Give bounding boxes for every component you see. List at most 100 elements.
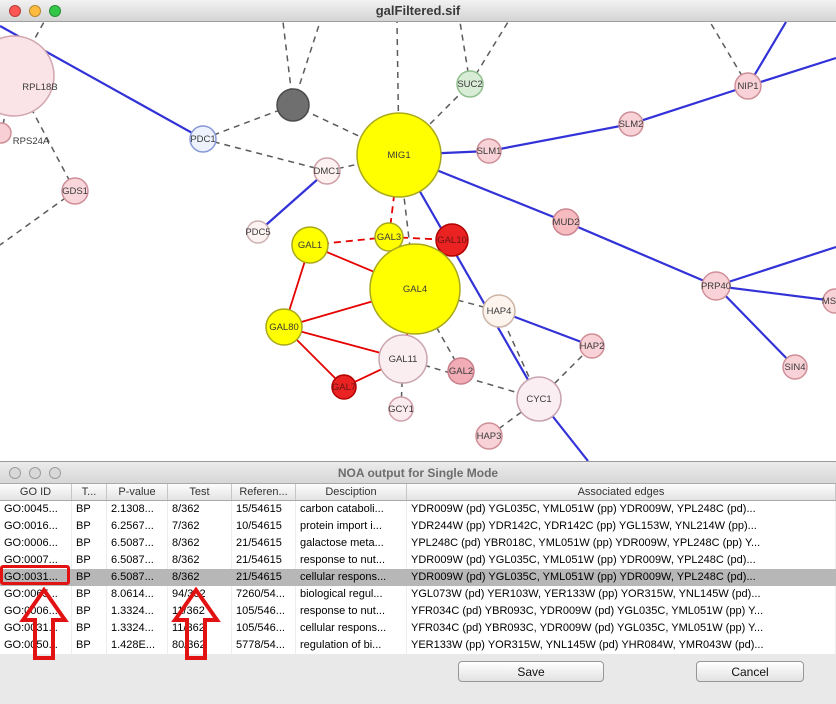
column-header-5[interactable]: Desciption	[296, 484, 407, 500]
node-mig1[interactable]	[356, 112, 442, 198]
node-label-nip1: NIP1	[737, 81, 758, 92]
node-gcy1[interactable]	[388, 396, 414, 422]
cell: YFR034C (pd) YBR093C, YDR009W (pd) YGL03…	[407, 603, 836, 620]
save-button[interactable]: Save	[458, 661, 604, 682]
close-button[interactable]	[9, 467, 21, 479]
cell: 1.3324...	[107, 620, 168, 637]
graph-edge	[715, 284, 836, 303]
node-slm2[interactable]	[618, 111, 644, 137]
cell: 6.5087...	[107, 552, 168, 569]
node-label-gal1: GAL1	[298, 240, 322, 251]
cell: 8/362	[168, 501, 232, 518]
node-rps24a[interactable]	[0, 122, 12, 144]
cell: 1.3324...	[107, 603, 168, 620]
zoom-button[interactable]	[49, 5, 61, 17]
cell: GO:0065...	[0, 586, 72, 603]
column-header-0[interactable]: GO ID	[0, 484, 72, 500]
node-gal11[interactable]	[378, 334, 428, 384]
column-header-2[interactable]: P-value	[107, 484, 168, 500]
minimize-button[interactable]	[29, 467, 41, 479]
cell: 94/362	[168, 586, 232, 603]
node-nip1[interactable]	[734, 72, 762, 100]
node-gal10[interactable]	[435, 223, 469, 257]
node-suc2[interactable]	[456, 70, 484, 98]
node-gal2[interactable]	[447, 357, 475, 385]
cell: 8/362	[172, 571, 200, 583]
column-header-1[interactable]: T...	[72, 484, 107, 500]
cell: BP	[72, 637, 107, 654]
node-gal3[interactable]	[374, 222, 404, 252]
network-canvas[interactable]: RPL18BRPS24AGDS1PDC1DMC1MIG1SUC2SLM1SLM2…	[0, 0, 836, 461]
node-hap2[interactable]	[579, 333, 605, 359]
noa-window-title: NOA output for Single Mode	[337, 465, 499, 480]
close-button[interactable]	[9, 5, 21, 17]
node-label-gcy1: GCY1	[388, 404, 414, 415]
column-header-3[interactable]: Test	[168, 484, 232, 500]
node-slm1[interactable]	[476, 138, 502, 164]
node-gal1[interactable]	[291, 226, 329, 264]
node-label-cyc1: CYC1	[526, 394, 551, 405]
node-label-gal11: GAL11	[389, 354, 418, 365]
noa-window-titlebar[interactable]: NOA output for Single Mode	[0, 462, 836, 484]
cell: YDR009W (pd) YGL035C, YML051W (pp) YDR00…	[407, 501, 836, 518]
node-label-dmc1: DMC1	[314, 166, 341, 177]
column-header-6[interactable]: Associated edges	[407, 484, 836, 500]
node-hap3[interactable]	[475, 422, 503, 450]
cell: BP	[76, 571, 91, 583]
cell: BP	[72, 603, 107, 620]
node-gds1[interactable]	[61, 177, 89, 205]
node-sin4[interactable]	[782, 354, 808, 380]
node-label-slm1: SLM1	[477, 146, 502, 157]
node-gal7[interactable]	[331, 374, 357, 400]
cell: 8/362	[168, 535, 232, 552]
cell: response to nut...	[296, 552, 407, 569]
node-gal4[interactable]	[369, 243, 461, 335]
minimize-button[interactable]	[29, 5, 41, 17]
column-header-4[interactable]: Referen...	[232, 484, 296, 500]
cell: 105/546...	[232, 603, 296, 620]
cell: BP	[72, 586, 107, 603]
cell: GO:0045...	[0, 501, 72, 518]
node-pdc5[interactable]	[246, 220, 270, 244]
cell: 21/54615	[232, 535, 296, 552]
node-prp40[interactable]	[701, 271, 731, 301]
node-hap4[interactable]	[482, 294, 516, 328]
node-mud2[interactable]	[552, 208, 580, 236]
node-node_dark[interactable]	[276, 88, 310, 122]
graph-edge	[747, 56, 836, 88]
cell: response to nut...	[296, 603, 407, 620]
zoom-button[interactable]	[49, 467, 61, 479]
graph-edge	[565, 220, 717, 288]
node-gal80[interactable]	[265, 308, 303, 346]
node-rpl18b[interactable]	[0, 35, 55, 117]
cancel-button[interactable]: Cancel	[696, 661, 804, 682]
graph-edge	[488, 122, 632, 153]
cell: GO:0016...	[0, 518, 72, 535]
node-dmc1[interactable]	[313, 157, 341, 185]
node-label-rps24a: RPS24A	[13, 136, 50, 147]
cell: biological regul...	[296, 586, 407, 603]
graph-window-titlebar[interactable]: galFiltered.sif	[0, 0, 836, 22]
node-cyc1[interactable]	[516, 376, 562, 422]
cell: 7/362	[168, 518, 232, 535]
node-msn5[interactable]	[822, 288, 836, 314]
cell: protein import i...	[296, 518, 407, 535]
graph-edge	[257, 170, 328, 233]
cell: BP	[72, 535, 107, 552]
cell: GO:0007...	[0, 552, 72, 569]
node-label-pdc1: PDC1	[190, 134, 215, 145]
node-label-mud2: MUD2	[553, 217, 580, 228]
node-pdc1[interactable]	[189, 125, 217, 153]
